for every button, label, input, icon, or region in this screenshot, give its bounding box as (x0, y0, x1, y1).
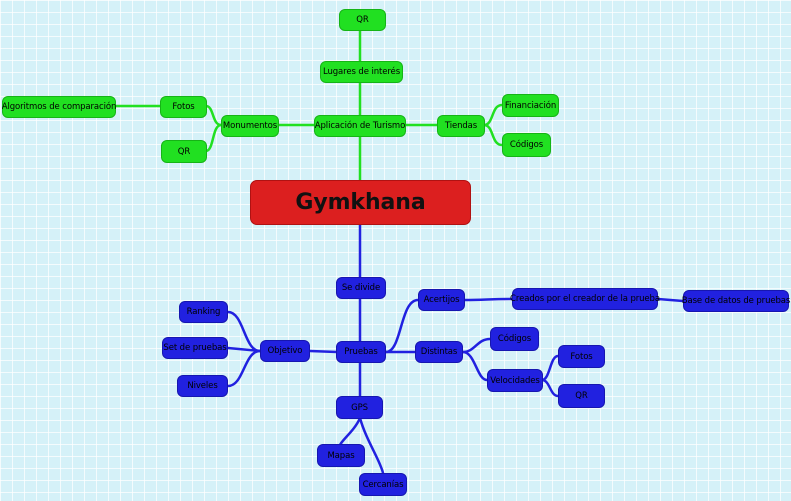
node-creados-por-creador[interactable]: Creados por el creador de la prueba (510, 288, 660, 310)
node-monumentos[interactable]: Monumentos (221, 115, 279, 137)
link-monumentos-qr (204, 123, 223, 153)
node-velocidades[interactable]: Velocidades (487, 369, 543, 392)
root-node[interactable]: Gymkhana (250, 180, 471, 225)
node-acertijos[interactable]: Acertijos (418, 289, 465, 311)
node-codigos-bottom[interactable]: Códigos (490, 327, 539, 351)
node-financiacion[interactable]: Financiación (502, 94, 559, 117)
link-pruebas-objetivo (308, 349, 339, 354)
node-algoritmos-comparacion[interactable]: Algoritmos de comparación (2, 96, 116, 118)
link-creados-base (656, 297, 685, 303)
node-se-divide[interactable]: Se divide (336, 277, 386, 299)
link-pruebas-acertijos (384, 298, 420, 354)
link-distintas-velocidades (461, 350, 489, 382)
link-velocidades-fotos (540, 354, 560, 382)
link-acertijos-creados (463, 297, 514, 302)
node-qr-bottom[interactable]: QR (558, 384, 605, 408)
node-qr-top[interactable]: QR (339, 9, 386, 31)
link-objetivo-niveles (226, 349, 262, 388)
link-objetivo-ranking (226, 310, 262, 353)
node-lugares-interes[interactable]: Lugares de interés (320, 61, 403, 83)
node-mapas[interactable]: Mapas (317, 444, 365, 467)
link-tiendas-financiacion (482, 103, 504, 127)
node-base-de-datos[interactable]: Base de datos de pruebas (682, 290, 790, 312)
node-fotos-top[interactable]: Fotos (160, 96, 207, 118)
node-niveles[interactable]: Niveles (177, 375, 228, 397)
node-fotos-bottom[interactable]: Fotos (558, 345, 605, 368)
node-set-de-pruebas[interactable]: Set de pruebas (162, 337, 228, 359)
node-ranking[interactable]: Ranking (179, 301, 228, 323)
node-pruebas[interactable]: Pruebas (336, 341, 386, 363)
node-aplicacion-turismo[interactable]: Aplicación de Turismo (314, 115, 406, 137)
link-monumentos-fotos (204, 104, 223, 127)
node-gps[interactable]: GPS (336, 396, 383, 419)
node-objetivo[interactable]: Objetivo (260, 340, 310, 362)
node-qr-monumentos[interactable]: QR (161, 140, 207, 163)
link-distintas-codigos (461, 337, 492, 354)
node-distintas[interactable]: Distintas (415, 341, 463, 363)
link-velocidades-qr (540, 378, 560, 398)
link-objetivo-set (226, 346, 262, 353)
node-codigos-top[interactable]: Códigos (502, 133, 551, 157)
link-tiendas-codigos (482, 123, 504, 147)
node-cercanias[interactable]: Cercanías (359, 473, 407, 496)
node-tiendas[interactable]: Tiendas (437, 115, 485, 137)
link-gps-cercanias (358, 416, 385, 475)
link-gps-mapas (338, 416, 362, 447)
